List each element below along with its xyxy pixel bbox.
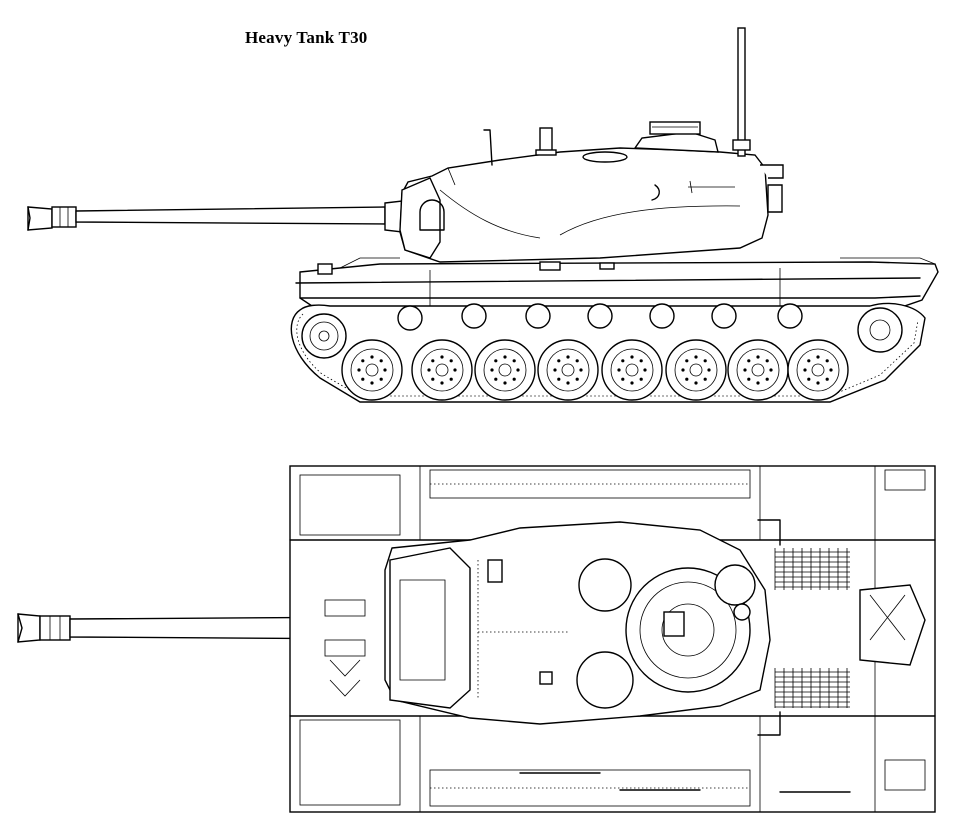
road-wheel [537, 339, 599, 401]
road-wheel [787, 339, 849, 401]
side-turret [399, 27, 784, 263]
side-road-wheels [341, 339, 849, 401]
road-wheel [411, 339, 473, 401]
bow-spare-links [324, 599, 366, 697]
road-wheel [341, 339, 403, 401]
road-wheel [474, 339, 536, 401]
road-wheel [665, 339, 727, 401]
engine-grilles [774, 548, 850, 708]
top-view [17, 465, 936, 813]
side-view [27, 27, 939, 403]
road-wheel [601, 339, 663, 401]
road-wheel [727, 339, 789, 401]
side-return-rollers [397, 303, 803, 331]
side-hull [295, 257, 939, 319]
side-gun-barrel [27, 200, 403, 233]
top-turret [384, 521, 771, 725]
page-title: Heavy Tank T30 [245, 28, 368, 47]
